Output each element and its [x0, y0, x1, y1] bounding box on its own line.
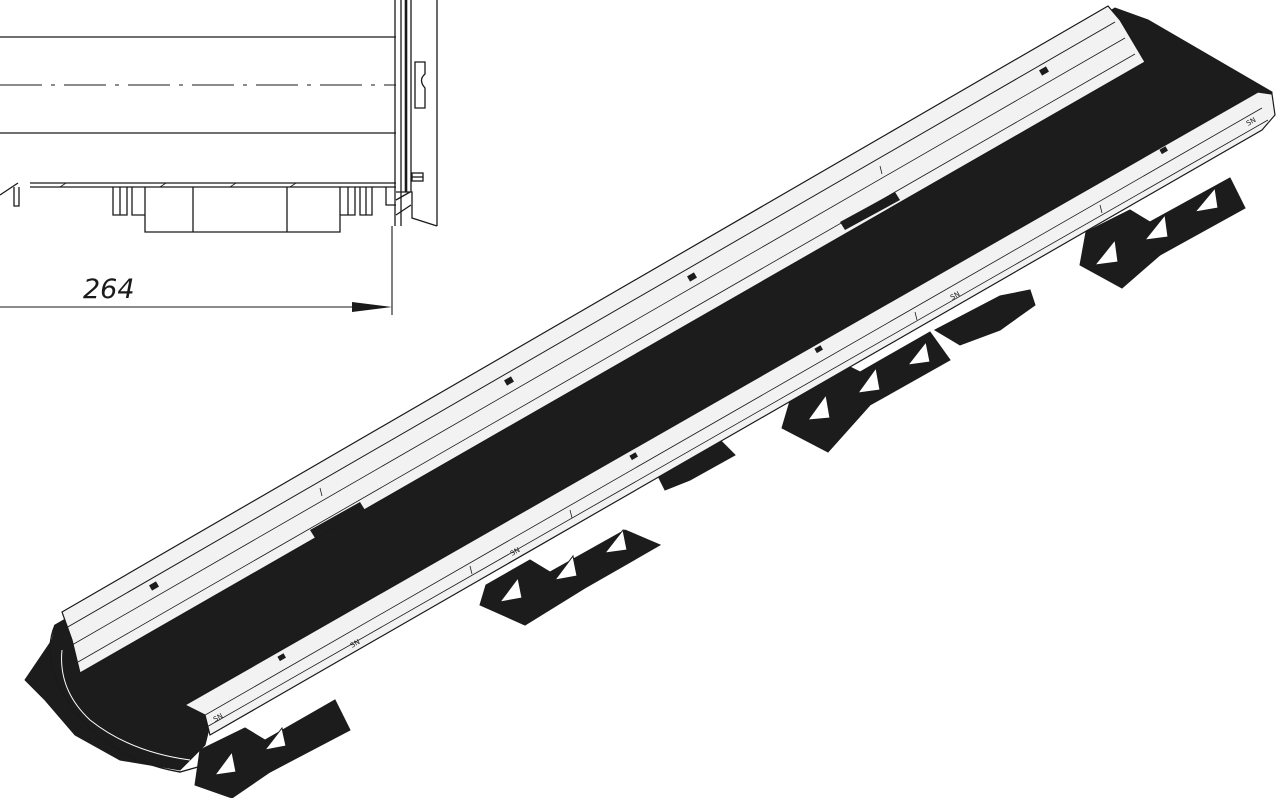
near-rail-slots — [277, 146, 1168, 662]
near-rail-edge-2 — [204, 119, 1269, 729]
end-profile-inner — [61, 649, 191, 761]
end-mark-near: SN — [212, 712, 224, 724]
cutout — [806, 393, 831, 421]
end-diagonal — [395, 191, 412, 216]
side-label-2: SN — [349, 638, 361, 650]
trough-body — [24, 7, 1273, 771]
cutout — [1093, 238, 1119, 266]
cutout — [553, 554, 578, 581]
rail-ticks — [319, 165, 1103, 575]
notch — [1159, 146, 1168, 155]
tick — [569, 509, 573, 519]
dimension-arrow — [352, 302, 392, 312]
tick — [469, 565, 473, 575]
foot-cutouts — [213, 186, 1219, 776]
end-slot — [414, 61, 426, 109]
slot — [840, 192, 900, 230]
section-view — [0, 0, 438, 315]
bottom-flange — [30, 182, 396, 188]
side-label-3: SN — [949, 290, 961, 302]
near-rail-edge — [199, 107, 1263, 719]
cutout — [213, 750, 237, 776]
notch — [504, 376, 514, 386]
support-block — [112, 187, 373, 233]
far-rail-top — [61, 5, 1146, 674]
cutout — [498, 576, 523, 603]
far-rail-edge-3 — [77, 53, 1136, 663]
dimension-label: 264 — [83, 274, 135, 305]
tick — [914, 311, 918, 321]
cutout — [1143, 213, 1169, 241]
cutout — [906, 340, 931, 366]
tick — [879, 165, 883, 175]
notch — [629, 452, 638, 461]
notch — [149, 581, 159, 591]
notch — [814, 345, 823, 354]
end-profile — [49, 624, 206, 773]
tick — [1099, 204, 1103, 214]
far-rail-edge — [65, 21, 1116, 629]
tick — [319, 487, 323, 497]
cutout — [263, 726, 287, 751]
notch — [1039, 66, 1049, 76]
end-mark-far: SN — [1245, 116, 1257, 128]
far-rail-slots — [149, 66, 1049, 591]
notch — [687, 272, 697, 282]
side-label-1: SN — [509, 546, 521, 558]
cutout — [1193, 186, 1219, 213]
notch — [277, 653, 286, 662]
slot — [310, 502, 365, 538]
end-corner — [385, 187, 438, 227]
drum-1 — [933, 289, 1036, 346]
far-rail-edge-2 — [71, 37, 1126, 646]
drainage-channel: SN SN SN SN SN — [24, 5, 1276, 798]
cutout — [603, 528, 628, 554]
cutout — [856, 366, 881, 394]
left-foot — [0, 182, 20, 207]
flange-hatch — [59, 182, 297, 188]
